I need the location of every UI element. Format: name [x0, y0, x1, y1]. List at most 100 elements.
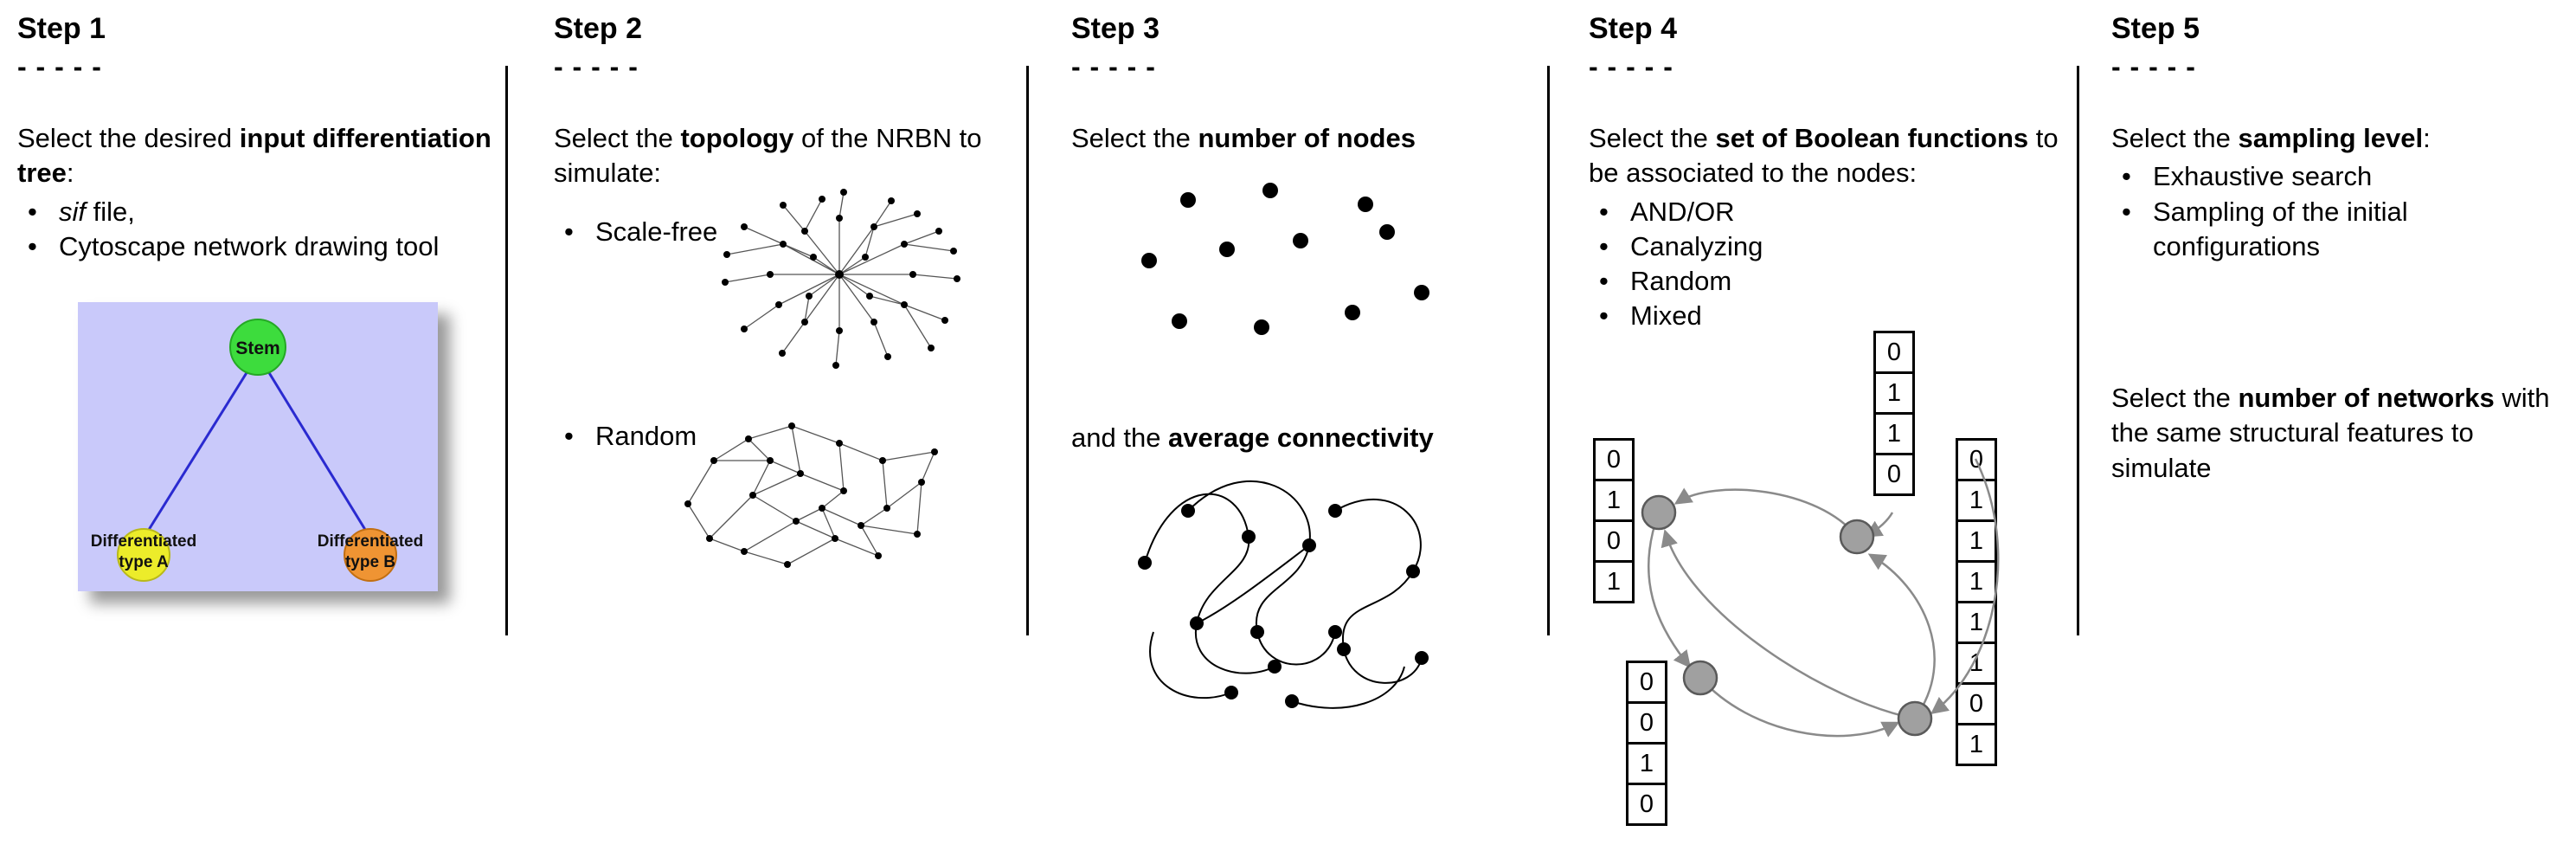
step-4-bullet-list: AND/ORCanalyzingRandomMixed: [1589, 195, 2065, 334]
bullet-item: Canalyzing: [1589, 229, 2065, 265]
column-divider-4: [2077, 66, 2079, 635]
step-3-title: Step 3: [1071, 12, 1160, 45]
intro-text: Select the: [1589, 123, 1716, 153]
truth-table-cell: 1: [1956, 641, 1997, 685]
connectivity-edges: [1144, 480, 1423, 709]
step-5-dashes: - - - - -: [2111, 51, 2196, 82]
step-2-dashes: - - - - -: [554, 51, 639, 82]
truth-table-cell: 1: [1593, 479, 1635, 522]
bullet-scale-free: Scale-free: [554, 216, 717, 248]
stem-label: Stem: [235, 338, 279, 358]
step-2-intro: Select the topology of the NRBN to simul…: [554, 121, 1012, 191]
truth-table-cell: 0: [1626, 783, 1667, 826]
network-node: [1897, 700, 1933, 737]
bullet-item: Mixed: [1589, 299, 2065, 334]
random-network-graphic: [684, 422, 938, 568]
intro-bold-text: average connectivity: [1168, 422, 1434, 453]
intro-text: to be associated to the nodes:: [1589, 123, 2059, 189]
truth-table-cell: 0: [1873, 453, 1915, 496]
differentiation-tree-svg: Stem Differentiated type A Differentiate…: [78, 302, 438, 592]
intro-text: Select the: [554, 123, 681, 153]
type-a-node: [117, 528, 170, 583]
step-2-column: Step 2 - - - - - Select the topology of …: [554, 12, 1012, 568]
column-divider-3: [1547, 66, 1550, 635]
truth-table-cell: 1: [1873, 412, 1915, 455]
scale-free-label: Scale-free: [595, 216, 718, 247]
type-b-node: [344, 528, 397, 583]
step-1-column: Step 1 - - - - - Select the desired inpu…: [17, 12, 493, 592]
network-node: [1839, 519, 1875, 555]
bullet-item: Exhaustive search: [2111, 159, 2570, 195]
step-5-networks-text: Select the number of networks with the s…: [2111, 381, 2561, 486]
bullet-item-cytoscape: Cytoscape network drawing tool: [17, 229, 493, 265]
intro-text: of the NRBN to simulate:: [554, 123, 982, 189]
type-a-label-line2: type A: [119, 553, 169, 571]
intro-text: Select the desired: [17, 123, 240, 153]
type-a-label-line1: Differentiated: [91, 532, 196, 551]
intro-bold-text: number of networks: [2238, 383, 2495, 413]
intro-bold-text: sampling level: [2238, 123, 2424, 153]
boolean-graph-nodes: [1641, 494, 1933, 737]
truth-table-cell: 1: [1873, 371, 1915, 415]
stem-node: [229, 319, 286, 377]
random-edges: [687, 425, 935, 565]
step-1-intro: Select the desired input differentiation…: [17, 121, 493, 191]
column-divider-1: [505, 66, 508, 635]
intro-text: Select the: [1071, 123, 1198, 153]
step-2-title: Step 2: [554, 12, 643, 45]
step-5-column: Step 5 - - - - - Select the sampling lev…: [2111, 12, 2570, 483]
scatter-dots: [1141, 183, 1429, 335]
truth-table-cell: 1: [1956, 723, 1997, 766]
step-3-connectivity-text: and the average connectivity: [1071, 421, 1543, 455]
truth-table-cell: 0: [1626, 701, 1667, 745]
step-5-bullet-list: Exhaustive searchSampling of the initial…: [2111, 159, 2570, 264]
intro-text: Select the: [2111, 123, 2239, 153]
bullet-item-sif-file: sif file,: [17, 195, 493, 230]
type-b-label-line1: Differentiated: [318, 532, 423, 551]
truth-table-cell: 1: [1626, 742, 1667, 785]
type-b-label-line2: type B: [345, 553, 395, 571]
step-4-dashes: - - - - -: [1589, 51, 1673, 82]
step-1-bullet-list: sif file, Cytoscape network drawing tool: [17, 195, 493, 265]
step-1-dashes: - - - - -: [17, 51, 102, 82]
step-1-title: Step 1: [17, 12, 106, 45]
intro-text: :: [2423, 123, 2431, 153]
step-4-column: Step 4 - - - - - Select the set of Boole…: [1589, 12, 2065, 826]
step-3-nodes-text: Select the number of nodes: [1071, 121, 1543, 156]
boolean-graph-edges: [1648, 458, 2000, 738]
scale-free-nodes: [722, 189, 960, 369]
differentiation-tree-figure: Stem Differentiated type A Differentiate…: [78, 302, 438, 592]
step-3-dashes: - - - - -: [1071, 51, 1156, 82]
scale-free-network-graphic: [722, 189, 960, 369]
connectivity-graphic: [1138, 480, 1429, 709]
random-label: Random: [595, 421, 697, 451]
truth-table-cell: 0: [1593, 438, 1635, 481]
intro-bold-text: input differentiation tree: [17, 123, 491, 189]
tree-edges: [145, 371, 369, 533]
intro-bold-text: topology: [680, 123, 794, 153]
connectivity-nodes: [1138, 504, 1429, 708]
step-4-title: Step 4: [1589, 12, 1678, 45]
boolean-graph-svg: [1641, 458, 2000, 738]
network-node: [1641, 494, 1677, 531]
random-nodes: [684, 422, 938, 568]
intro-text: with the same structural features to sim…: [2111, 383, 2550, 483]
step-3-column: Step 3 - - - - - Select the number of no…: [1071, 12, 1543, 709]
step-5-intro: Select the sampling level:: [2111, 121, 2570, 156]
cytoscape-text: Cytoscape network drawing tool: [59, 230, 440, 261]
bullet-item: Sampling of the initial configurations: [2111, 195, 2570, 265]
step-4-intro: Select the set of Boolean functions to b…: [1589, 121, 2065, 191]
intro-text: Select the: [2111, 383, 2239, 413]
intro-text: and the: [1071, 422, 1169, 453]
sif-rest-text: file,: [86, 196, 135, 227]
truth-table-cell: 1: [1956, 519, 1997, 563]
nodes-scatter-graphic: [1141, 183, 1429, 335]
intro-bold-text: number of nodes: [1198, 123, 1416, 153]
step-5-title: Step 5: [2111, 12, 2200, 45]
